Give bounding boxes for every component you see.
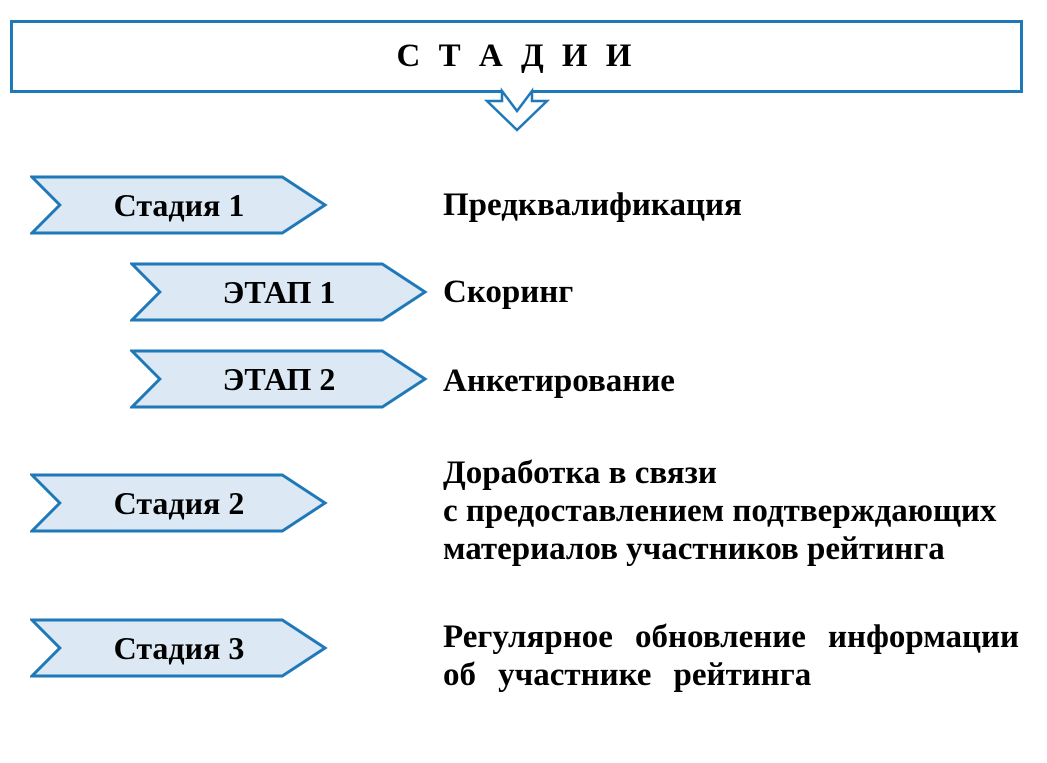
banner-etap-1: ЭТАП 1: [130, 262, 428, 322]
banner-label-stage-2: Стадия 2: [113, 484, 245, 521]
banner-stage-3: Стадия 3: [30, 618, 328, 678]
pennant-shape: [30, 175, 328, 235]
pennant-shape: [130, 349, 428, 409]
description-stage-1: Предквалификация: [443, 186, 1028, 224]
description-etap-2: Анкетирование: [443, 362, 1028, 400]
description-line: Анкетирование: [443, 363, 675, 399]
description-stage-3: Регулярное обновление информации об учас…: [443, 618, 1028, 694]
banner-label-etap-2: ЭТАП 2: [222, 360, 336, 397]
description-line: об участнике рейтинга: [443, 657, 812, 693]
description-etap-1: Скоринг: [443, 273, 1028, 311]
banner-label-stage-1: Стадия 1: [113, 186, 245, 223]
banner-stage-2: Стадия 2: [30, 473, 328, 533]
banner-etap-2: ЭТАП 2: [130, 349, 428, 409]
banner-label-etap-1: ЭТАП 1: [222, 273, 336, 310]
pennant-shape: [30, 618, 328, 678]
description-line: Регулярное обновление информации: [443, 619, 1020, 655]
title-box: С Т А Д И И: [10, 20, 1023, 93]
down-arrow-icon: [483, 87, 551, 132]
description-line: с предоставлением подтверждающих: [443, 493, 997, 529]
banner-label-stage-3: Стадия 3: [113, 629, 245, 666]
pennant-shape: [30, 473, 328, 533]
description-line: Предквалификация: [443, 187, 742, 223]
description-line: Скоринг: [443, 274, 574, 310]
page-title: С Т А Д И И: [396, 38, 637, 74]
description-line: Доработка в связи: [443, 455, 717, 491]
description-stage-2: Доработка в связи с предоставлением подт…: [443, 454, 1028, 568]
pennant-shape: [130, 262, 428, 322]
banner-stage-1: Стадия 1: [30, 175, 328, 235]
description-line: материалов участников рейтинга: [443, 531, 945, 567]
